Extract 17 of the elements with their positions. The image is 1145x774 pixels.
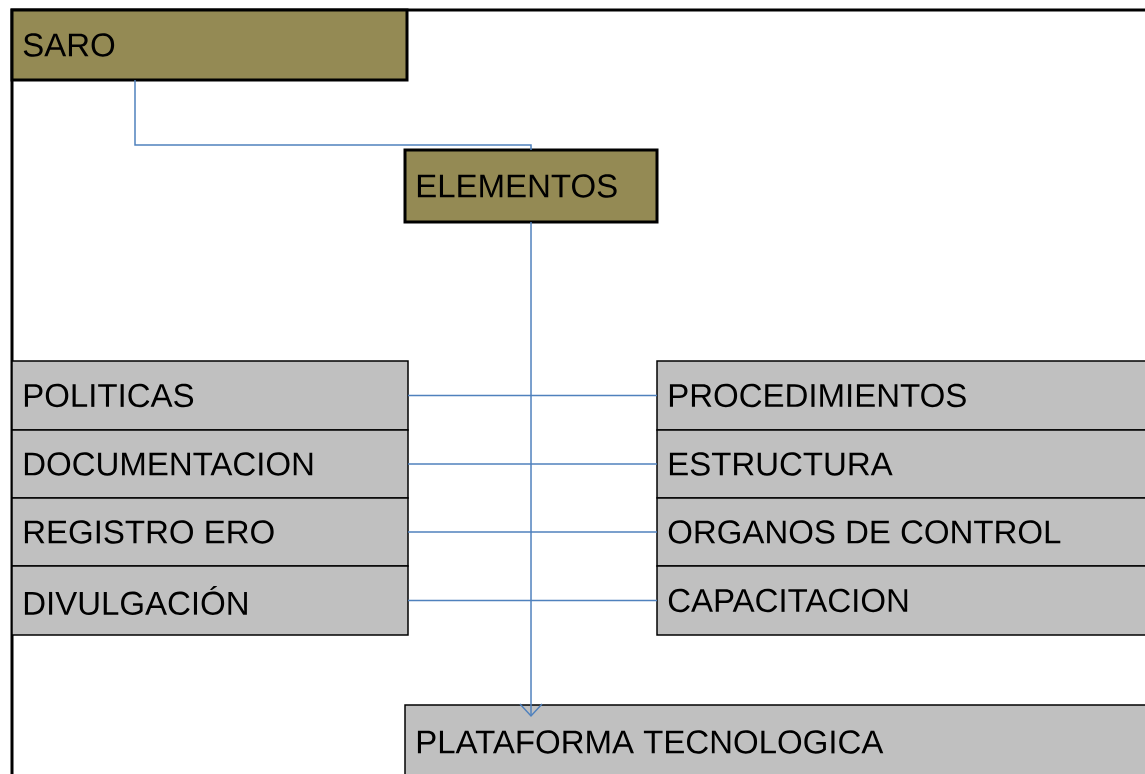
process-box: PROCEDIMIENTOS (656, 360, 1145, 431)
process-box: DIVULGACIÓN (11, 565, 409, 636)
process-box: SARO (10, 8, 409, 82)
process-box: CAPACITACION (656, 565, 1145, 636)
connector (407, 463, 658, 465)
process-box: ORGANOS DE CONTROL (656, 497, 1145, 567)
connector (519, 221, 543, 717)
connector (134, 79, 532, 151)
process-box: PLATAFORMA TECNOLOGICA (404, 704, 1145, 774)
connector (407, 599, 658, 602)
process-box: ELEMENTOS (403, 148, 659, 224)
connector (407, 531, 658, 533)
connector (407, 394, 658, 397)
process-box: DOCUMENTACION (11, 429, 409, 499)
process-box: ESTRUCTURA (656, 429, 1145, 499)
process-box: POLITICAS (11, 360, 409, 431)
process-box: REGISTRO ERO (11, 497, 409, 567)
